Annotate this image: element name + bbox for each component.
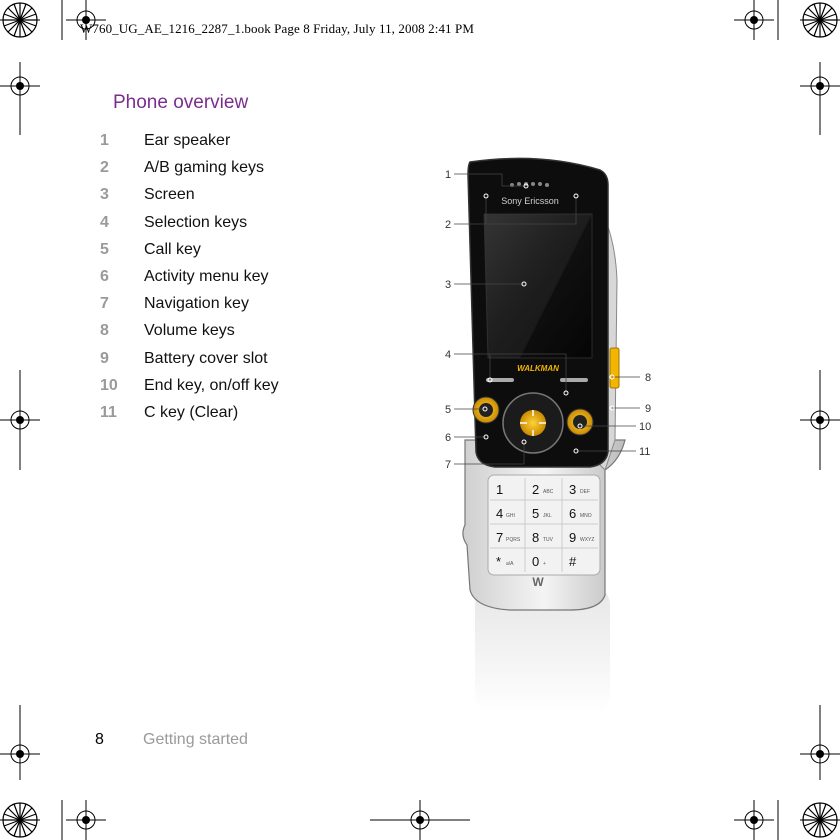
callout-number: 1 (445, 169, 451, 181)
callout-number: 10 (639, 421, 651, 433)
legend-number: 6 (100, 267, 109, 285)
key-hash: # (569, 554, 577, 569)
legend-label: Screen (144, 186, 195, 204)
svg-text:ABC: ABC (543, 489, 554, 495)
legend-number: 2 (100, 159, 109, 177)
brand-logo: Sony Ericsson (501, 196, 559, 206)
keypad: 1 2 3 4 5 6 7 8 9 * 0 # ABC DEF GHI JKL … (487, 474, 601, 576)
callout-number: 9 (645, 403, 651, 415)
phone-reflection (475, 585, 610, 715)
callout-number: 4 (445, 349, 451, 361)
svg-text:a/A: a/A (506, 561, 514, 567)
callout-number: 2 (445, 219, 451, 231)
legend-label: Volume keys (144, 322, 235, 340)
right-selection-key-shape (560, 378, 588, 382)
legend-label: C key (Clear) (144, 403, 239, 421)
legend-number: 3 (100, 186, 109, 204)
legend-label: Selection keys (144, 213, 248, 231)
walkman-logo: WALKMAN (517, 364, 559, 373)
legend-number: 4 (100, 213, 109, 231)
legend-label: Navigation key (144, 295, 249, 313)
legend-number: 1 (100, 132, 109, 149)
svg-text:WXYZ: WXYZ (580, 537, 594, 543)
key-4: 4 (496, 506, 503, 521)
svg-text:MNO: MNO (580, 513, 592, 519)
legend-label: Ear speaker (144, 132, 231, 149)
callout-number: 8 (645, 372, 651, 384)
callout-number: 6 (445, 432, 451, 444)
key-2: 2 (532, 482, 539, 497)
svg-text:TUV: TUV (543, 537, 554, 543)
page-number: 8 (95, 731, 104, 748)
volume-key-shape (609, 347, 620, 389)
key-6: 6 (569, 506, 576, 521)
key-0: 0 (532, 554, 539, 569)
legend-label: Battery cover slot (144, 349, 268, 367)
key-3: 3 (569, 482, 576, 497)
legend-number: 8 (100, 322, 109, 340)
legend-label: End key, on/off key (144, 376, 279, 394)
legend-number: 9 (100, 349, 109, 367)
svg-text:DEF: DEF (580, 489, 590, 495)
navigation-key-center (520, 410, 546, 436)
legend-number: 10 (100, 376, 118, 394)
phone-screen (483, 213, 593, 359)
legend-number: 11 (100, 403, 117, 421)
svg-text:GHI: GHI (506, 513, 515, 519)
svg-text:+: + (543, 561, 546, 567)
callout-number: 3 (445, 279, 451, 291)
walkman-w-logo: W (532, 575, 544, 589)
print-slug: W760_UG_AE_1216_2287_1.book Page 8 Frida… (80, 21, 474, 36)
callout-number: 5 (445, 404, 451, 416)
svg-text:PQRS: PQRS (506, 537, 521, 543)
key-1: 1 (496, 482, 503, 497)
phone-illustration: Sony Ericsson WALKMAN 1 2 3 4 5 6 7 (462, 157, 626, 715)
page-title: Phone overview (113, 92, 249, 113)
key-7: 7 (496, 530, 503, 545)
legend-label: A/B gaming keys (144, 159, 265, 177)
key-8: 8 (532, 530, 539, 545)
callout-number: 7 (445, 459, 451, 471)
callout-number: 11 (639, 446, 650, 458)
svg-text:JKL: JKL (543, 513, 552, 519)
section-name: Getting started (143, 731, 248, 748)
key-9: 9 (569, 530, 576, 545)
legend-label: Call key (144, 240, 201, 258)
legend-label: Activity menu key (144, 267, 269, 285)
key-5: 5 (532, 506, 539, 521)
key-star: * (496, 554, 501, 569)
legend-number: 7 (100, 295, 109, 313)
left-selection-key-shape (486, 378, 514, 382)
legend-number: 5 (100, 240, 109, 258)
